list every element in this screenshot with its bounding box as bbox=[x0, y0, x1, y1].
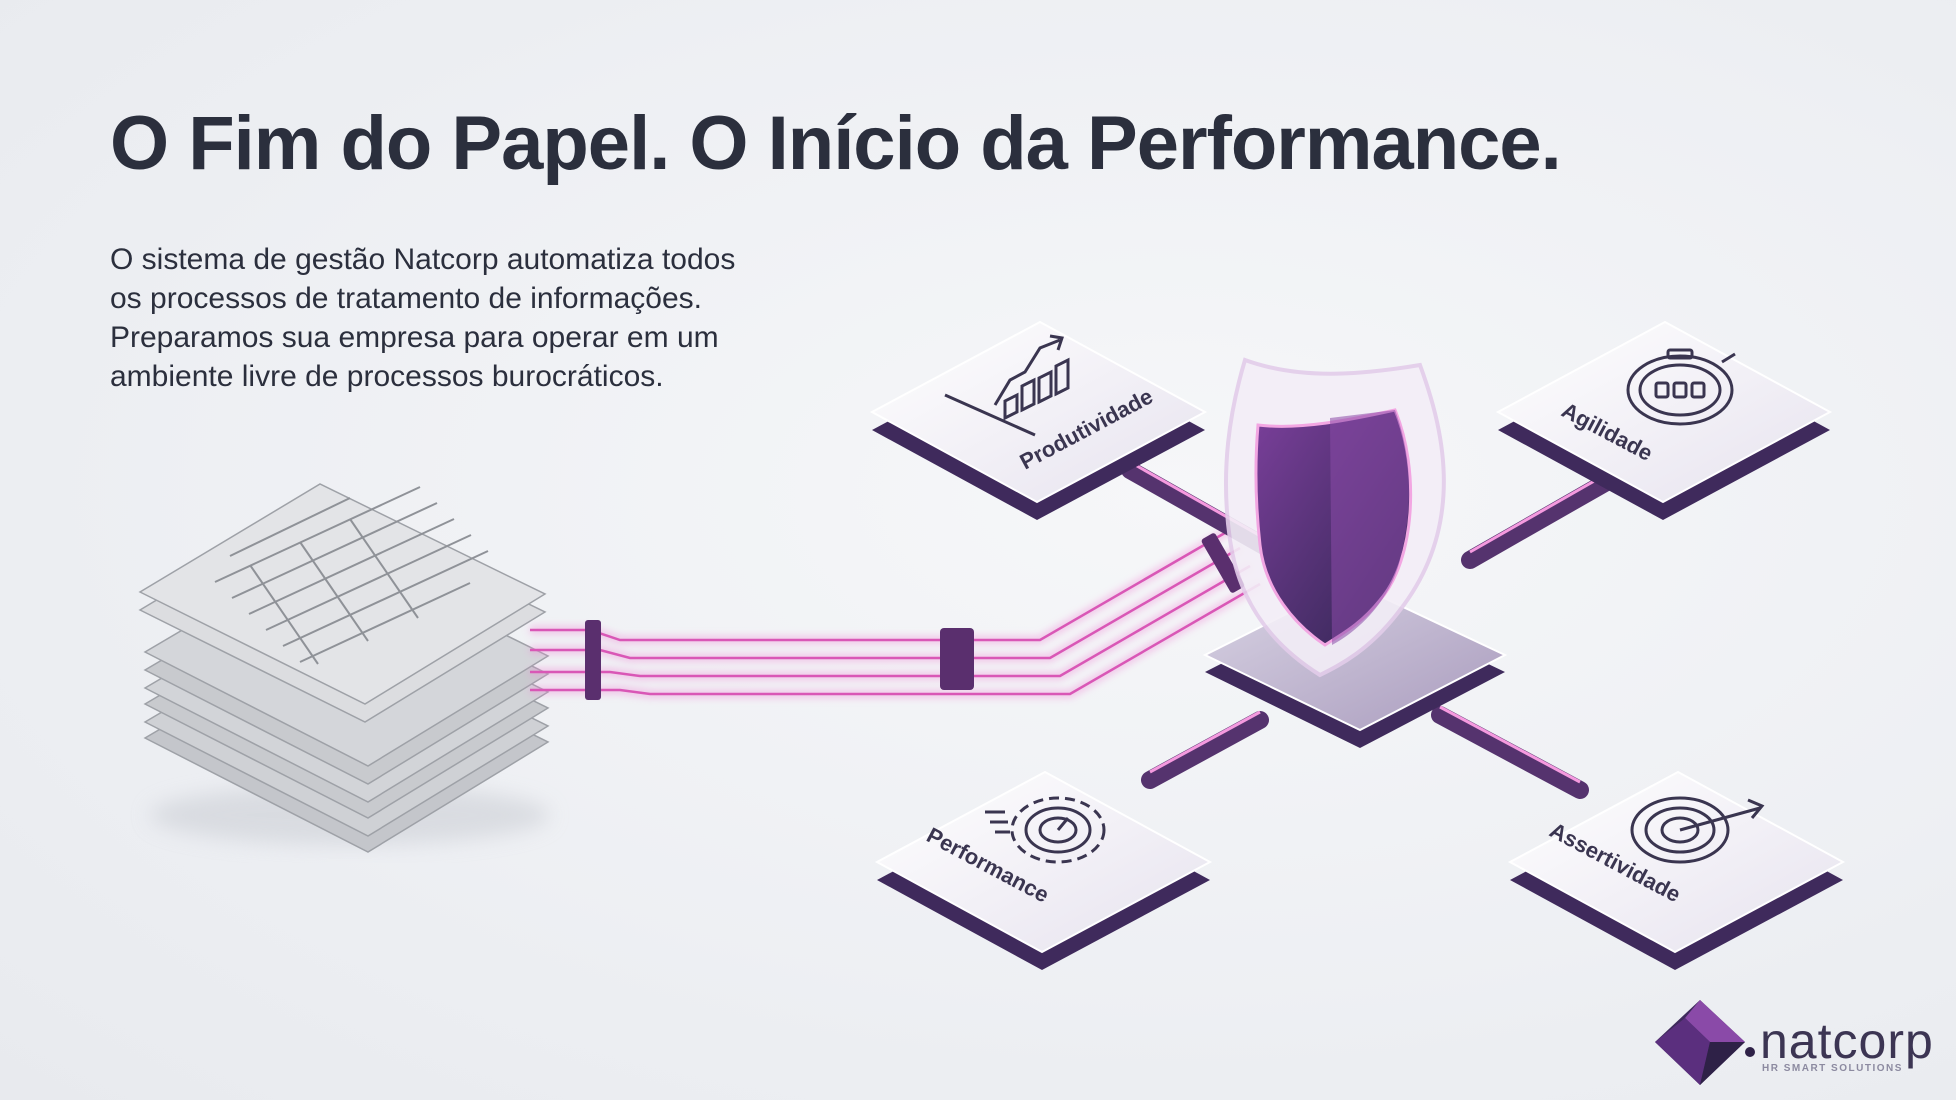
description: O sistema de gestão Natcorp automatiza t… bbox=[110, 240, 830, 396]
description-line: Preparamos sua empresa para operar em um bbox=[110, 321, 719, 354]
tile-performance: Performance bbox=[874, 770, 1213, 970]
tile-agilidade: Agilidade bbox=[1495, 320, 1833, 520]
description-line: O sistema de gestão Natcorp automatiza t… bbox=[110, 243, 736, 276]
shield-icon bbox=[1223, 357, 1446, 678]
brand-name: natcorp bbox=[1760, 1013, 1934, 1069]
target-icon bbox=[1630, 796, 1765, 864]
growth-chart-icon bbox=[944, 334, 1070, 437]
paper-stack-icon bbox=[138, 483, 550, 853]
description-line: os processos de tratamento de informaçõe… bbox=[110, 282, 702, 315]
tile-produtividade: Produtividade bbox=[869, 320, 1208, 520]
brand-tagline: HR SMART SOLUTIONS bbox=[1762, 1063, 1903, 1074]
connector-lines bbox=[530, 526, 1262, 700]
speed-gear-icon bbox=[985, 796, 1106, 864]
tile-assertividade: Assertividade bbox=[1507, 770, 1846, 970]
natcorp-diamond-logo bbox=[1655, 1000, 1755, 1085]
page-title: O Fim do Papel. O Início da Performance. bbox=[110, 101, 1562, 186]
description-line: ambiente livre de processos burocráticos… bbox=[110, 360, 664, 393]
stopwatch-icon bbox=[1626, 348, 1736, 426]
